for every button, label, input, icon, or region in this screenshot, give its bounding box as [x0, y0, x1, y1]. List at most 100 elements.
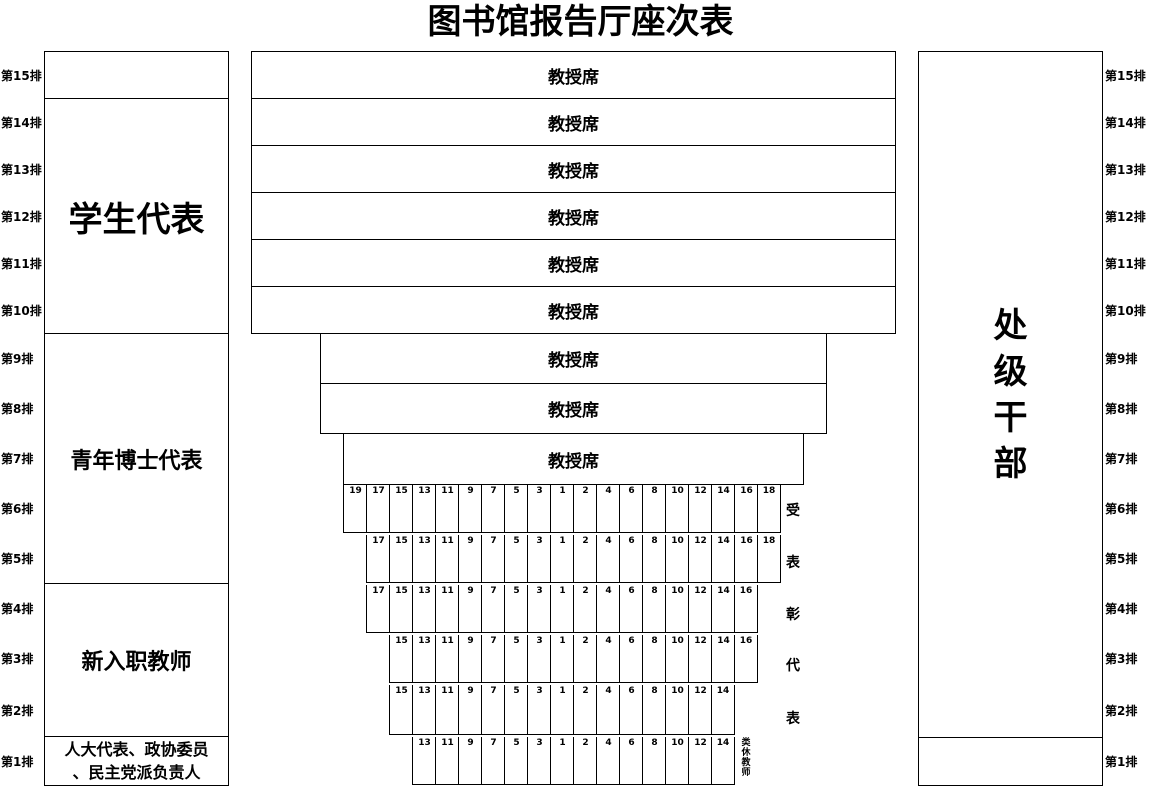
- seat-number: 14: [717, 486, 730, 496]
- seat: 15: [389, 635, 413, 683]
- congress-members-line2: 、民主党派负责人: [72, 763, 201, 782]
- seat-number: 16: [740, 486, 753, 496]
- seat: 7: [481, 485, 505, 533]
- row-label-left: 第8排: [1, 402, 34, 416]
- seat-number: 11: [441, 586, 454, 596]
- seat-number: 8: [651, 738, 658, 748]
- seat-number: 10: [671, 536, 684, 546]
- professor-seat-label: 教授席: [548, 255, 599, 276]
- professor-seat-label: 教授席: [548, 67, 599, 88]
- seat: 3: [527, 585, 551, 633]
- seat-number: 10: [671, 486, 684, 496]
- seat: 12: [688, 737, 712, 785]
- seat-number: 16: [740, 536, 753, 546]
- student-representatives-block: 学生代表: [44, 98, 229, 334]
- division-cadres-char-2: 级: [993, 351, 1028, 392]
- seat-number: 4: [605, 536, 612, 546]
- seat: 18: [757, 535, 781, 583]
- seat-number: 9: [467, 536, 474, 546]
- seat: 8: [642, 685, 666, 735]
- seat: 12: [688, 535, 712, 583]
- seat-number: 11: [441, 686, 454, 696]
- seat: 5: [504, 635, 528, 683]
- seat: 8: [642, 485, 666, 533]
- seat-number: 18: [762, 536, 776, 546]
- seat: 11: [435, 535, 459, 583]
- seat-number: 3: [536, 686, 543, 696]
- seat: 10: [665, 585, 689, 633]
- seat-number: 13: [418, 536, 431, 546]
- seat-number: 12: [694, 486, 707, 496]
- seat: 4: [596, 485, 620, 533]
- seat: 13: [412, 535, 436, 583]
- seat-number: 2: [582, 536, 589, 546]
- seat-number: 12: [694, 536, 707, 546]
- seat: 12: [688, 485, 712, 533]
- seat: 1: [550, 685, 574, 735]
- row-label-left: 第4排: [1, 602, 34, 616]
- seat: 1: [550, 737, 574, 785]
- seat-number: 12: [694, 636, 707, 646]
- seat-number: 2: [582, 636, 589, 646]
- seat: 10: [665, 635, 689, 683]
- seat-number: 5: [513, 686, 520, 696]
- row-label-right: 第1排: [1105, 755, 1138, 769]
- row-label-right: 第7排: [1105, 452, 1138, 466]
- seat: 6: [619, 737, 643, 785]
- professor-seat-row: 教授席: [251, 239, 896, 287]
- professor-seat-row: 教授席: [251, 286, 896, 334]
- row-label-left: 第13排: [1, 163, 42, 177]
- seat-number: 3: [536, 636, 543, 646]
- awardee-char: 表: [786, 711, 800, 727]
- seat-number: 10: [671, 636, 684, 646]
- seat-number: 6: [628, 536, 635, 546]
- seat: 14: [711, 485, 735, 533]
- seat: 6: [619, 685, 643, 735]
- seat: 1: [550, 535, 574, 583]
- seat-number: 15: [395, 686, 408, 696]
- row-label-right: 第14排: [1105, 116, 1146, 130]
- seat: 2: [573, 535, 597, 583]
- seat: 11: [435, 737, 459, 785]
- seat: 8: [642, 635, 666, 683]
- seat: 4: [596, 585, 620, 633]
- row-label-left: 第5排: [1, 552, 34, 566]
- seat-number: 19: [349, 486, 362, 496]
- seat-number: 3: [536, 486, 543, 496]
- awardee-char: 代: [786, 658, 800, 674]
- seat: 14: [711, 535, 735, 583]
- seat-number: 12: [694, 686, 707, 696]
- professor-seat-label: 教授席: [548, 208, 599, 229]
- row-label-right: 第11排: [1105, 257, 1146, 271]
- seat-number: 3: [536, 536, 543, 546]
- seat-number: 15: [395, 486, 408, 496]
- seat-number: 5: [513, 486, 520, 496]
- seat-number: 8: [651, 486, 658, 496]
- seat-number: 4: [605, 486, 612, 496]
- seat-number: 14: [716, 738, 730, 748]
- seat: 1: [550, 485, 574, 533]
- division-cadres-block: 处 级 干 部: [918, 51, 1103, 738]
- seat: 7: [481, 685, 505, 735]
- seat-number: 3: [536, 738, 543, 748]
- row-label-left: 第9排: [1, 352, 34, 366]
- new-teacher-label: 新入职教师: [81, 649, 192, 675]
- seat-number: 4: [605, 586, 612, 596]
- seat: 2: [573, 585, 597, 633]
- professor-seat-label: 教授席: [548, 401, 599, 421]
- row-label-right: 第8排: [1105, 402, 1138, 416]
- seat: 14: [711, 635, 735, 683]
- seat: 13: [412, 685, 436, 735]
- seat-number: 8: [651, 686, 658, 696]
- seat-number: 4: [605, 738, 612, 748]
- seat-number: 10: [671, 586, 684, 596]
- seat: 2: [573, 485, 597, 533]
- seat-number: 4: [605, 636, 612, 646]
- congress-members-block: 人大代表、政协委员 、民主党派负责人: [44, 736, 229, 786]
- seat: 19: [343, 485, 367, 533]
- seat-number: 2: [582, 686, 589, 696]
- seat-number: 11: [441, 738, 454, 748]
- seat-number: 18: [762, 486, 776, 496]
- seat-number: 14: [717, 586, 730, 596]
- seat-number: 15: [395, 586, 408, 596]
